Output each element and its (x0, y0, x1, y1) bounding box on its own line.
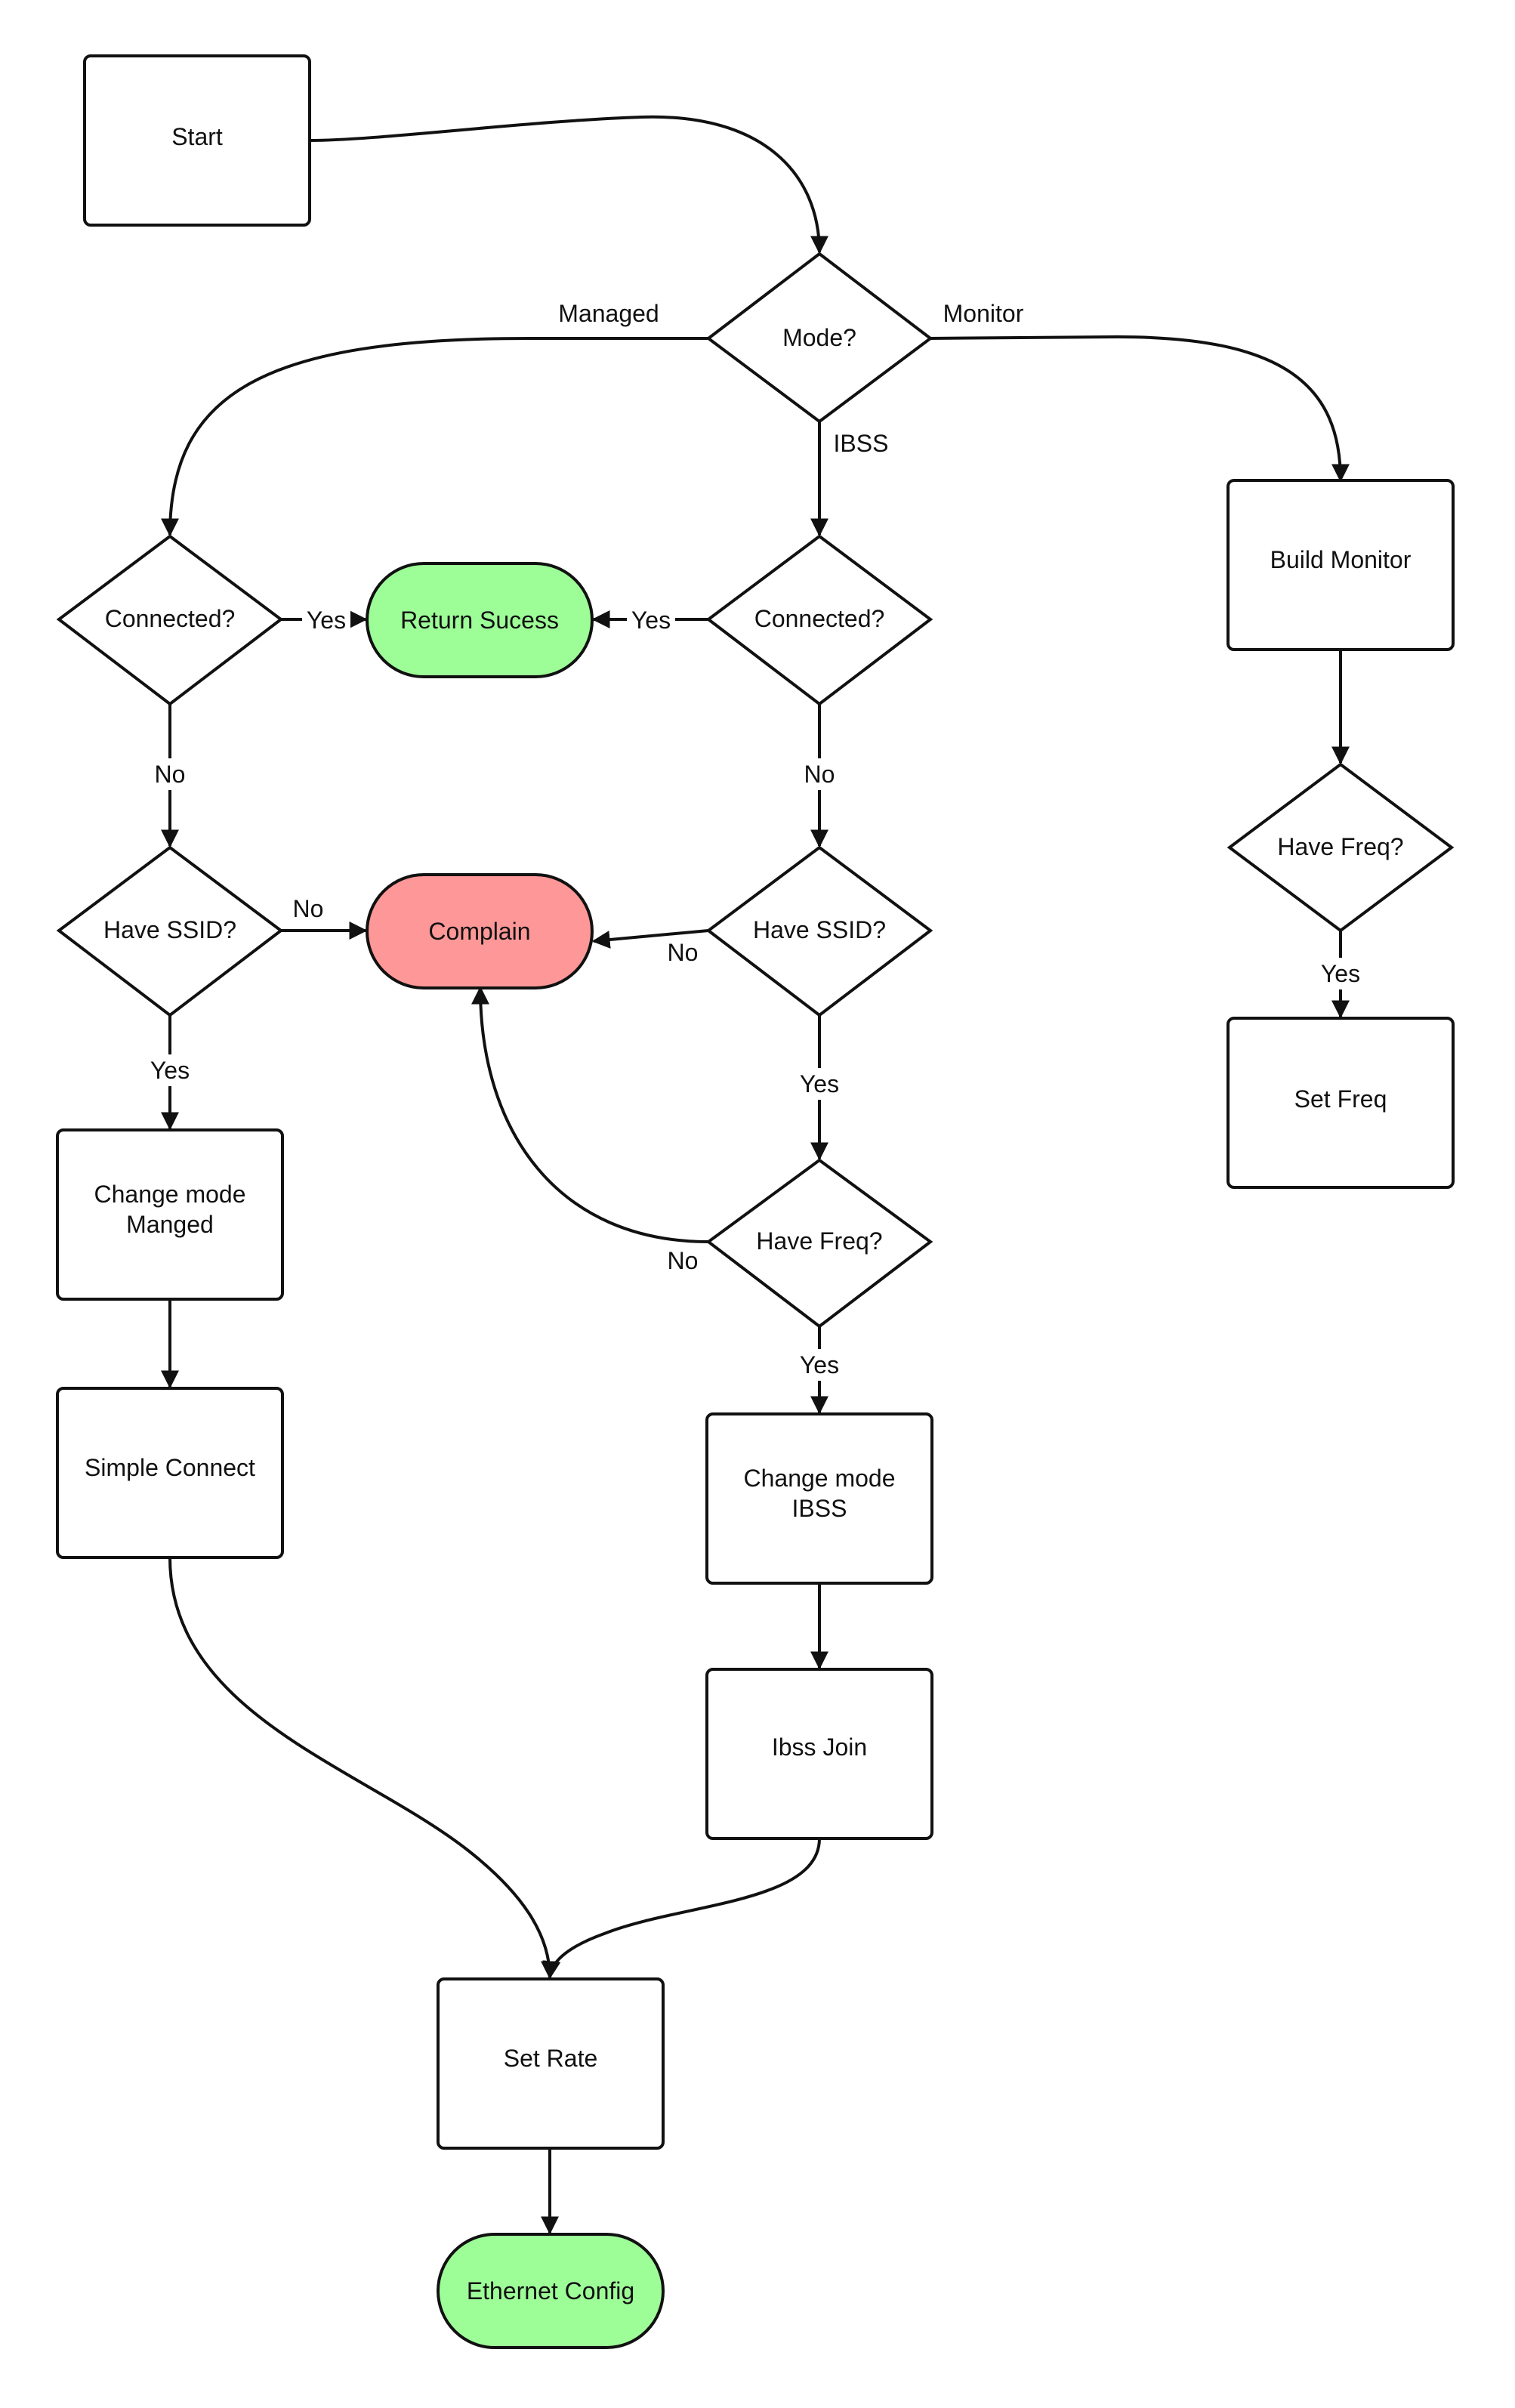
node-change-mode-ibss: Change mode IBSS (705, 1412, 933, 1585)
svg-text:Have Freq?: Have Freq? (756, 1227, 882, 1255)
edge-label-yes-connected-managed: Yes (307, 607, 346, 634)
svg-text:Set Rate: Set Rate (504, 2045, 598, 2072)
edge-label-no-connected-ibss: No (804, 761, 835, 788)
nodes: Start Mode? Connected? Return Sucess Con… (56, 54, 1455, 2349)
node-build-monitor: Build Monitor (1227, 479, 1455, 651)
edge-label-no-ssid-ibss: No (668, 939, 699, 966)
node-simple-connect: Simple Connect (56, 1387, 284, 1559)
node-change-mode-managed: Change mode Manged (56, 1128, 284, 1301)
svg-text:Build Monitor: Build Monitor (1270, 546, 1412, 573)
edges (161, 115, 1350, 2235)
svg-text:Mode?: Mode? (782, 324, 856, 351)
edge-label-managed: Managed (558, 300, 659, 327)
edge-label-yes-ssid-ibss: Yes (800, 1070, 839, 1097)
svg-text:Ethernet Config: Ethernet Config (467, 2277, 634, 2305)
edge-label-no-connected-managed: No (155, 761, 186, 788)
node-start: Start (83, 54, 311, 227)
edge-start-mode (309, 115, 828, 255)
edge-label-ibss: IBSS (834, 430, 889, 457)
edge-mode-build-monitor (928, 335, 1350, 483)
node-ethernet-config: Ethernet Config (437, 2233, 665, 2349)
svg-text:Simple Connect: Simple Connect (85, 1454, 255, 1481)
node-mode-decision: Mode? (705, 252, 933, 424)
svg-text:Complain: Complain (428, 918, 530, 945)
edge-label-yes-freq-monitor: Yes (1321, 960, 1360, 987)
svg-text:Have Freq?: Have Freq? (1277, 833, 1403, 860)
svg-text:Connected?: Connected? (105, 605, 236, 632)
node-have-freq-ibss-decision: Have Freq? (705, 1158, 933, 1329)
node-return-success: Return Sucess (366, 562, 594, 678)
node-connected-managed-decision: Connected? (56, 534, 284, 706)
node-have-ssid-ibss-decision: Have SSID? (705, 845, 933, 1017)
node-connected-ibss-decision: Connected? (705, 534, 933, 706)
svg-text:Ibss Join: Ibss Join (772, 1733, 867, 1761)
svg-text:IBSS: IBSS (792, 1495, 847, 1522)
edge-freq-ibss-complain (471, 986, 709, 1243)
svg-text:Have SSID?: Have SSID? (103, 916, 236, 943)
svg-text:Change mode: Change mode (94, 1181, 245, 1208)
node-set-freq: Set Freq (1227, 1017, 1455, 1189)
svg-text:Connected?: Connected? (754, 605, 885, 632)
edge-ssid-ibss-complain (591, 929, 709, 949)
edge-label-yes-connected-ibss: Yes (631, 607, 671, 634)
node-have-ssid-managed-decision: Have SSID? (56, 845, 284, 1017)
svg-text:Return Sucess: Return Sucess (400, 607, 559, 634)
node-have-freq-monitor-decision: Have Freq? (1227, 762, 1455, 933)
edge-label-no-freq-ibss: No (668, 1247, 699, 1274)
svg-text:Have SSID?: Have SSID? (753, 916, 886, 943)
edge-mode-connected-managed (161, 337, 708, 537)
edge-ibss-join-setrate (542, 1838, 821, 1980)
svg-text:Start: Start (171, 123, 223, 150)
edge-label-no-ssid-managed: No (293, 895, 324, 922)
edge-simple-setrate (168, 1557, 559, 1980)
svg-text:Set Freq: Set Freq (1294, 1085, 1387, 1113)
node-complain: Complain (366, 873, 594, 989)
node-set-rate: Set Rate (437, 1977, 665, 2150)
edge-labels: Managed Monitor IBSS Yes Yes No No No No… (143, 295, 1367, 1381)
edge-label-monitor: Monitor (943, 300, 1024, 327)
svg-text:Manged: Manged (126, 1211, 214, 1238)
edge-label-yes-ssid-managed: Yes (150, 1057, 190, 1084)
edge-label-yes-freq-ibss: Yes (800, 1351, 839, 1378)
node-ibss-join: Ibss Join (705, 1668, 933, 1840)
svg-text:Change mode: Change mode (743, 1465, 895, 1492)
